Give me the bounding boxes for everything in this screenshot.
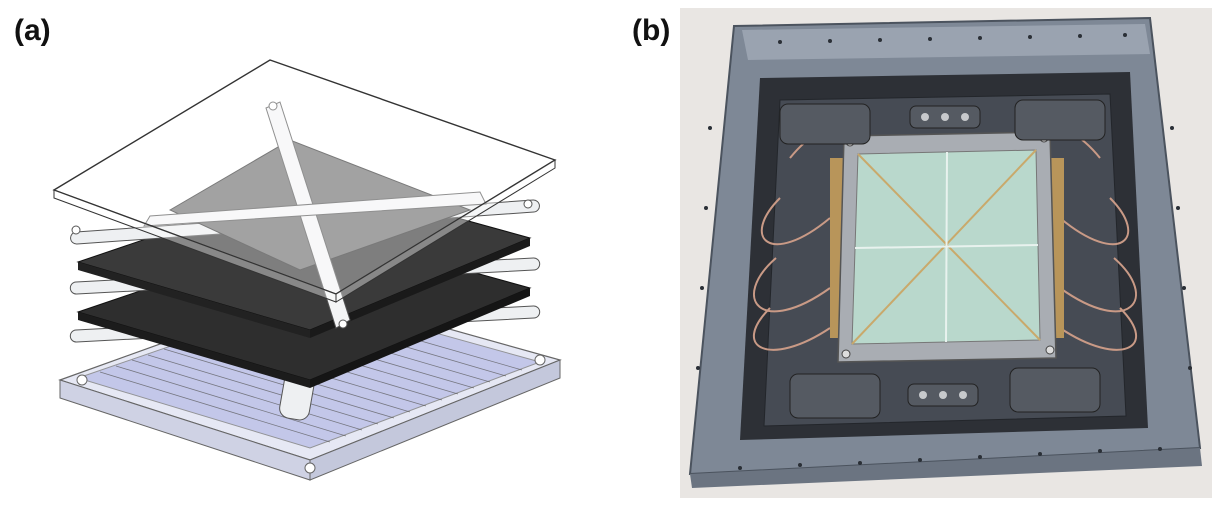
top-glass-plate — [52, 59, 557, 303]
panel-b-label: (b) — [632, 14, 671, 47]
panel-a-label: (a) — [14, 14, 51, 47]
detector-photo — [680, 8, 1212, 498]
exploded-cad-drawing — [40, 50, 580, 500]
cross-support — [143, 101, 487, 329]
connector-pins — [919, 113, 969, 399]
connector-blocks — [779, 99, 1106, 419]
box-holes — [696, 33, 1192, 470]
detector-frame — [837, 131, 1057, 363]
